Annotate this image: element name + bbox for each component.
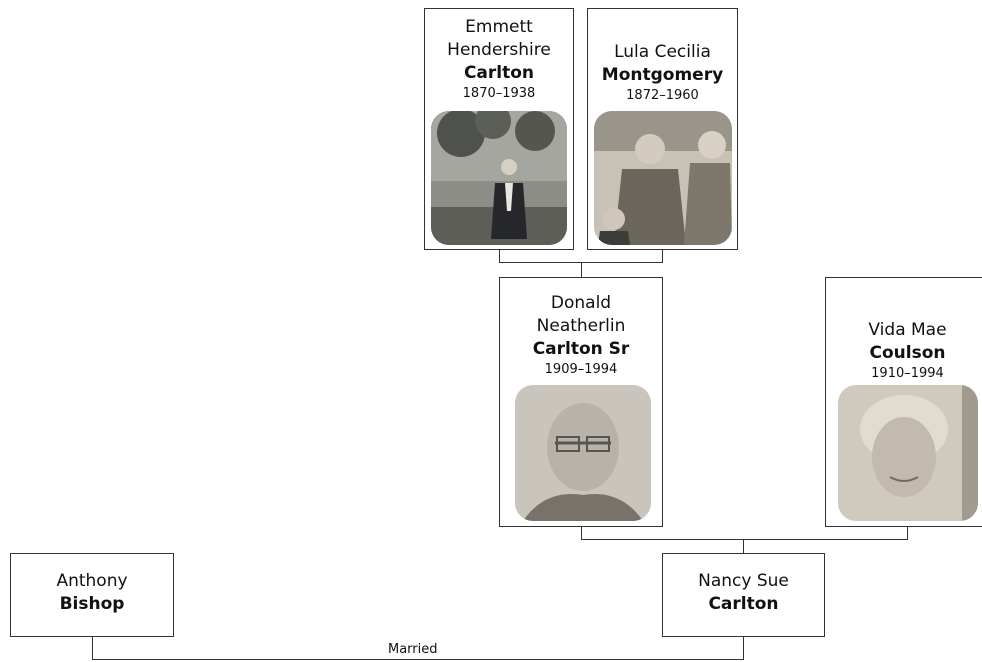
person-card-lula-montgomery[interactable]: Lula Cecilia Montgomery 1872–1960 [587,8,738,250]
given-name: Emmett Hendershire [447,17,551,60]
person-card-anthony-bishop[interactable]: Anthony Bishop [10,553,174,637]
portrait-photo [838,385,978,521]
portrait-photo [431,111,567,245]
surname: Carlton [708,594,779,614]
given-name: Vida Mae [868,320,947,340]
surname: Coulson [869,343,946,363]
donald-vida-couple-line [581,527,908,540]
person-card-donald-carlton-sr[interactable]: Donald Neatherlin Carlton Sr 1909–1994 [499,277,663,527]
given-name: Nancy Sue [698,571,789,591]
given-name: Donald Neatherlin [536,293,626,336]
life-dates: 1872–1960 [626,88,699,103]
life-dates: 1910–1994 [871,366,944,381]
life-dates: 1909–1994 [544,362,618,377]
person-card-nancy-carlton[interactable]: Nancy Sue Carlton [662,553,825,637]
given-name: Anthony [56,571,128,591]
emmett-lula-couple-line [499,250,663,263]
life-dates: 1870–1938 [462,86,536,101]
surname: Carlton Sr [532,339,630,359]
surname: Bishop [59,594,125,614]
person-card-vida-coulson[interactable]: Vida Mae Coulson 1910–1994 [825,277,982,527]
surname: Montgomery [601,65,724,85]
surname: Carlton [463,63,535,83]
married-label: Married [388,642,438,657]
given-name: Lula Cecilia [614,42,711,62]
portrait-photo [594,111,732,245]
portrait-photo [515,385,651,521]
married-line [92,637,744,660]
person-card-emmett-carlton[interactable]: Emmett Hendershire Carlton 1870–1938 [424,8,574,250]
